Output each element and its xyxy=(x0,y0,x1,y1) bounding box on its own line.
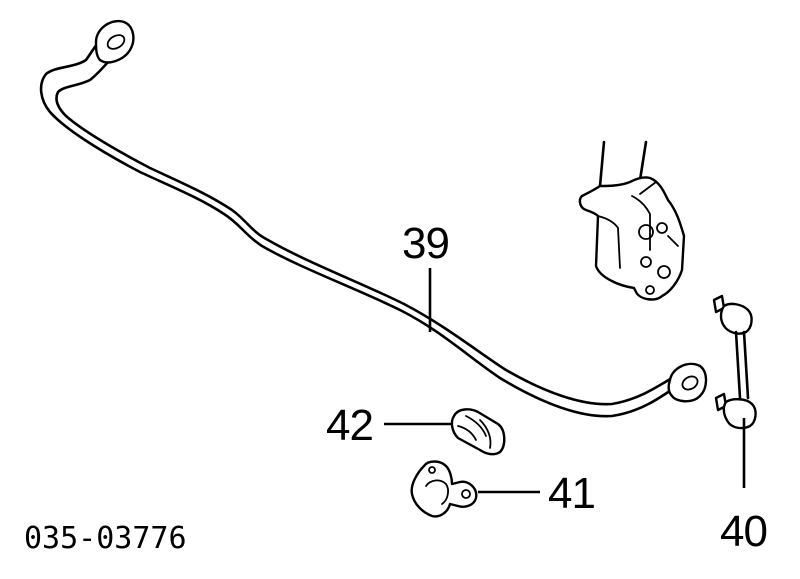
stabilizer-bar xyxy=(39,19,708,418)
strut-knuckle-assembly xyxy=(578,140,686,301)
diagram-code: 035-03776 xyxy=(24,521,187,556)
bushing-clamp xyxy=(410,460,478,518)
bushing xyxy=(450,408,506,456)
callout-40: 40 xyxy=(720,507,767,556)
callout-39: 39 xyxy=(402,219,449,268)
callout-41: 41 xyxy=(548,469,595,518)
callout-42: 42 xyxy=(326,401,373,450)
stabilizer-link xyxy=(712,294,757,430)
